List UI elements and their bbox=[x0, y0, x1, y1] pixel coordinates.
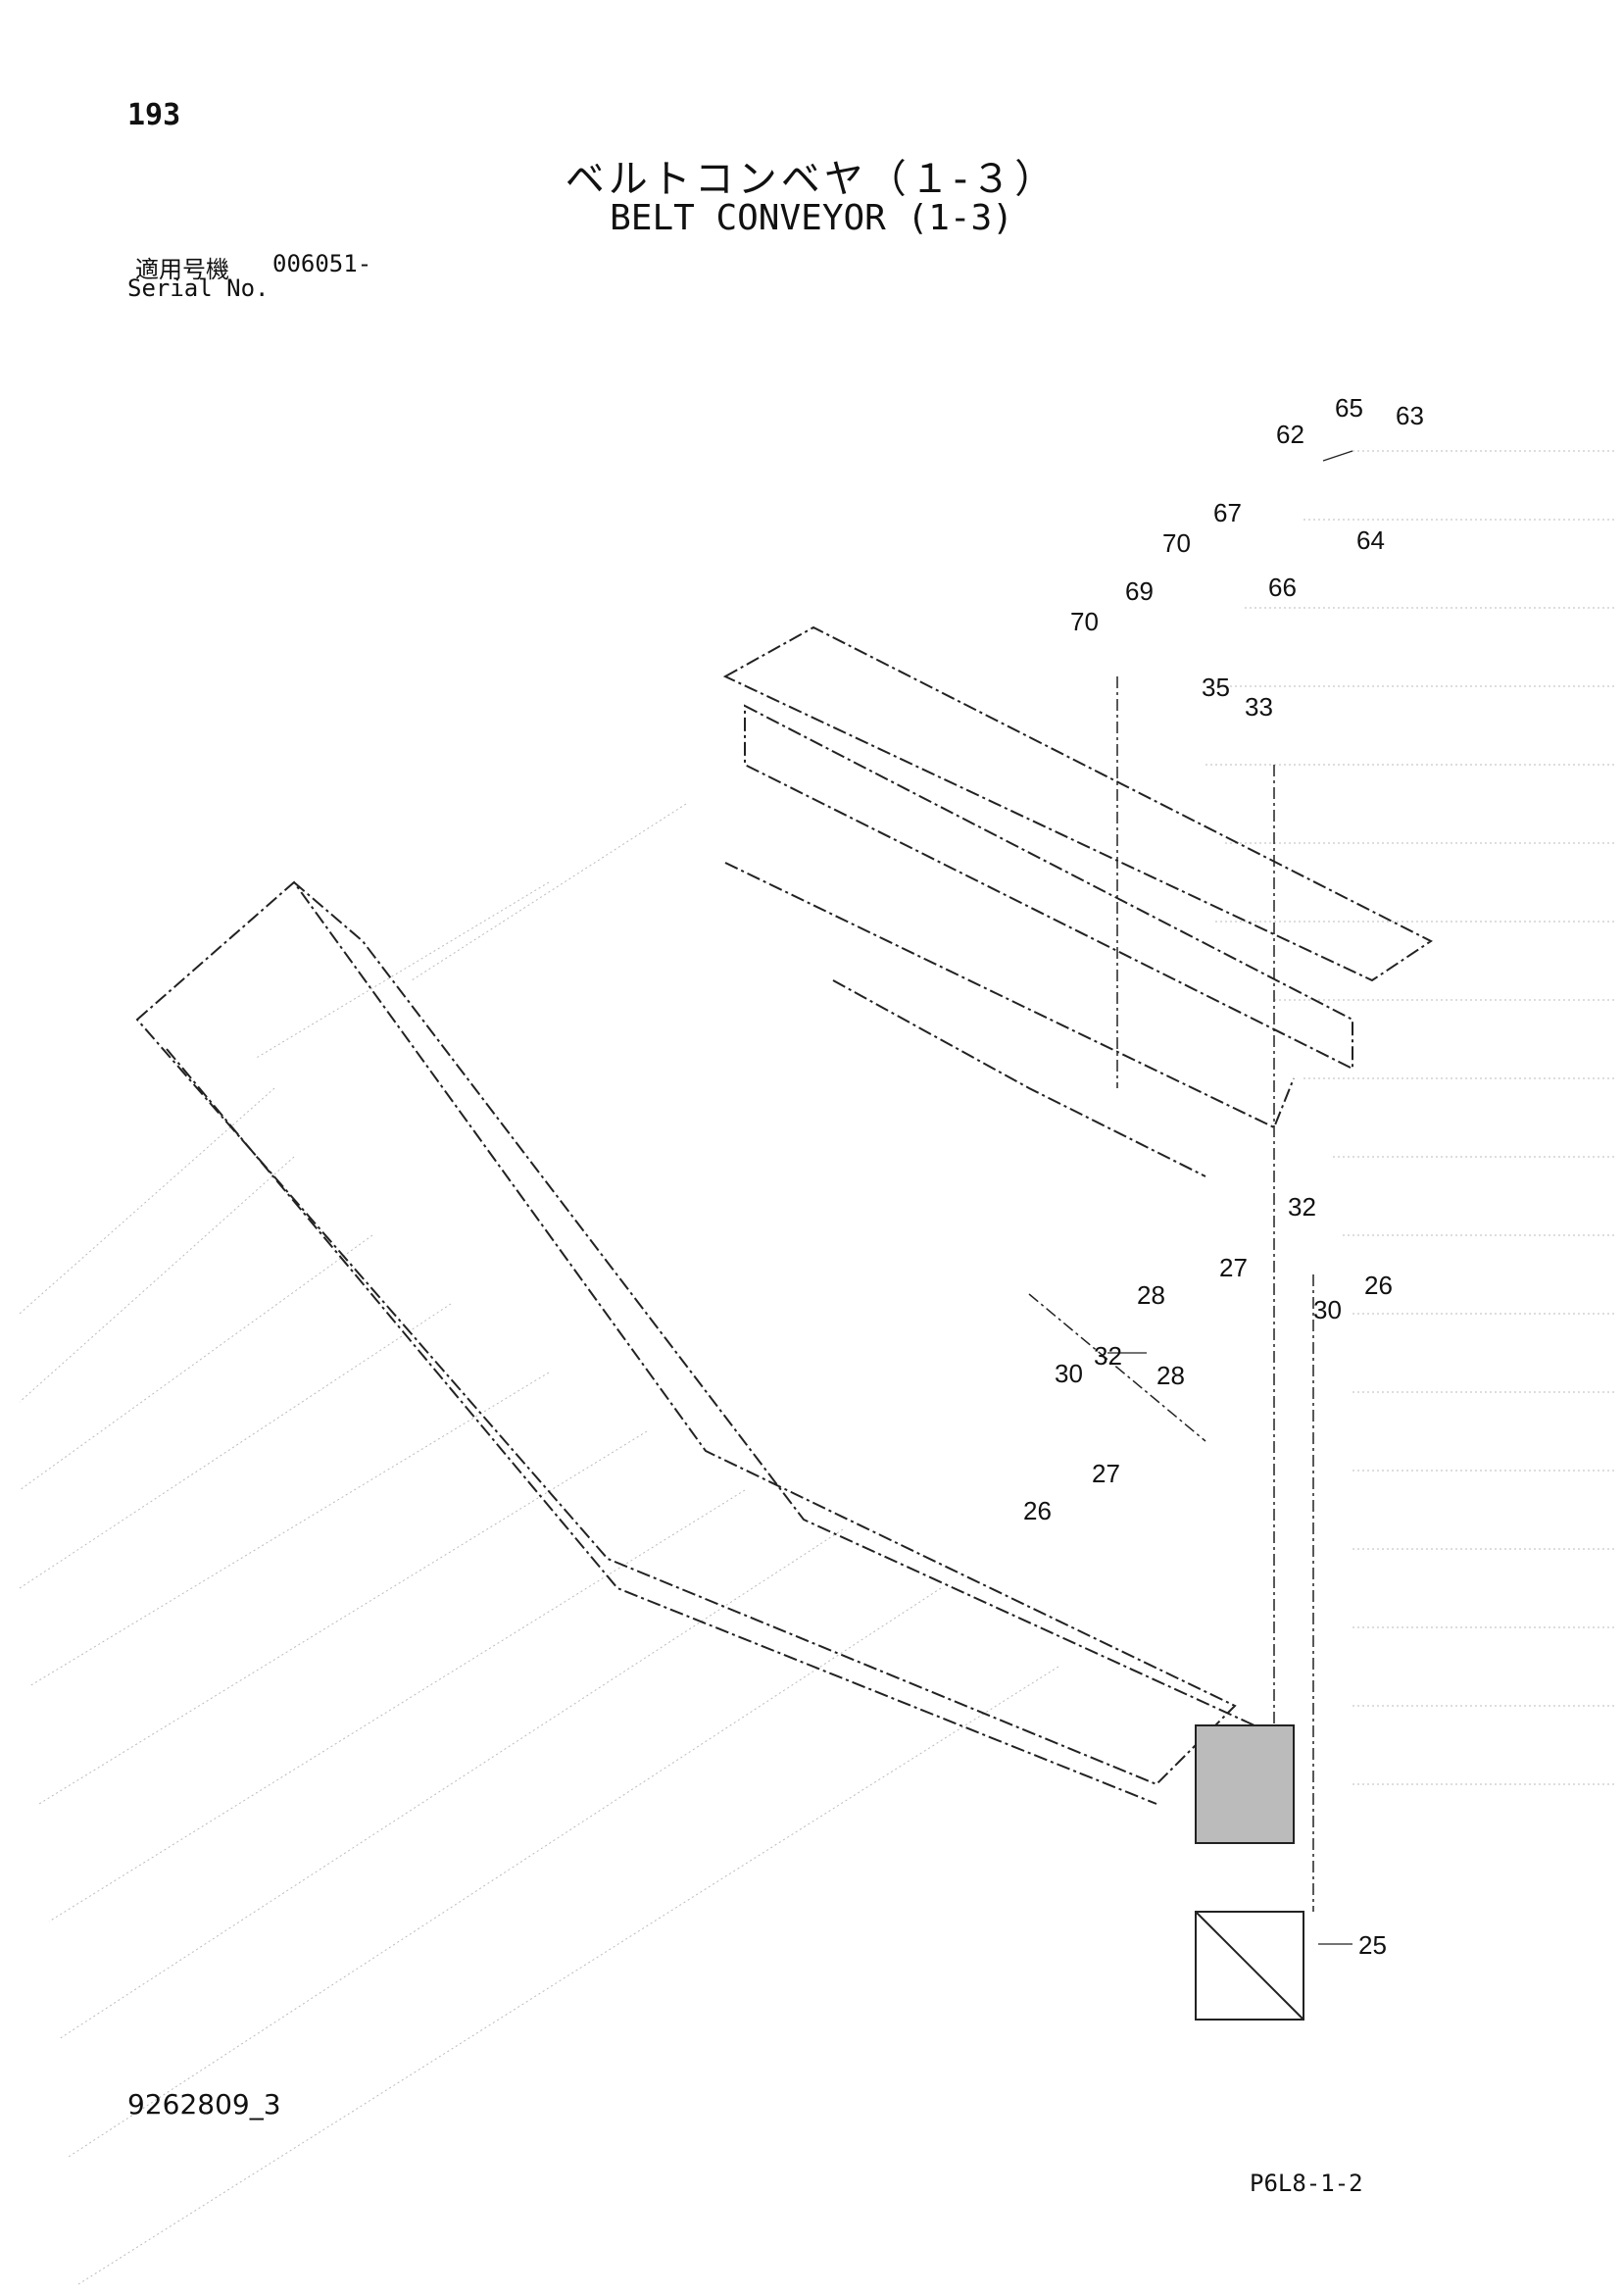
callout-62: 62 bbox=[1276, 420, 1304, 449]
serial-label-japanese: 適用号機 bbox=[135, 256, 229, 283]
main-frame-upper bbox=[722, 625, 1433, 1177]
callout-26-left: 26 bbox=[1023, 1496, 1052, 1525]
hopper-assembly bbox=[1195, 1724, 1304, 2021]
callout-33: 33 bbox=[1245, 692, 1273, 722]
callout-32-right: 32 bbox=[1288, 1192, 1316, 1222]
callout-64: 64 bbox=[1356, 525, 1385, 555]
callout-leader-lines bbox=[1107, 450, 1353, 1945]
figure-code: P6L8-1-2 bbox=[1250, 2170, 1363, 2197]
callout-63: 63 bbox=[1396, 401, 1424, 430]
callout-27-left: 27 bbox=[1092, 1459, 1120, 1488]
callout-70-upper: 70 bbox=[1162, 528, 1191, 558]
callout-28-left: 28 bbox=[1156, 1361, 1185, 1390]
callout-32-left: 32 bbox=[1094, 1341, 1122, 1371]
page-number: 193 bbox=[127, 98, 181, 132]
callout-66: 66 bbox=[1268, 573, 1297, 602]
callout-69: 69 bbox=[1125, 576, 1154, 606]
callout-67: 67 bbox=[1213, 498, 1242, 527]
callout-35: 35 bbox=[1202, 673, 1230, 702]
callout-65: 65 bbox=[1335, 393, 1363, 423]
callout-70-lower: 70 bbox=[1070, 607, 1099, 636]
title-english: BELT CONVEYOR (1-3) bbox=[610, 198, 1013, 238]
callout-25: 25 bbox=[1358, 1930, 1387, 1960]
diagonal-background-hatching bbox=[19, 450, 1617, 2285]
callout-30-right: 30 bbox=[1313, 1295, 1342, 1324]
callout-27-right: 27 bbox=[1219, 1253, 1248, 1282]
title-japanese: ベルトコンベヤ（１-３） bbox=[565, 157, 1058, 202]
drawing-number: 9262809_3 bbox=[127, 2088, 281, 2121]
callout-26-right: 26 bbox=[1364, 1271, 1393, 1300]
conveyor-boom bbox=[135, 880, 1255, 1805]
callout-30-left: 30 bbox=[1055, 1359, 1083, 1388]
leader-lines bbox=[1028, 676, 1314, 1912]
serial-number-value: 006051- bbox=[272, 250, 372, 277]
callout-28-right: 28 bbox=[1137, 1280, 1165, 1310]
serial-label-english: Serial No. bbox=[127, 275, 270, 302]
